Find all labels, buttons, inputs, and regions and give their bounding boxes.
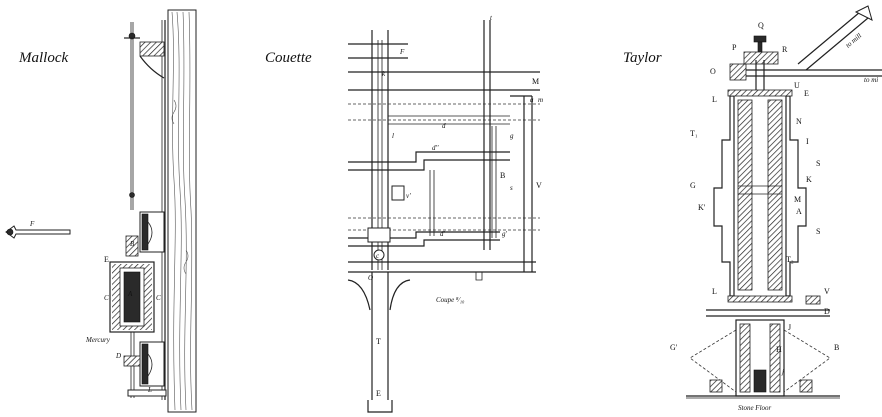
- couette-label-l: l: [392, 132, 394, 140]
- taylor-label-r: R: [782, 45, 788, 54]
- mallock-label-a: A: [127, 290, 133, 298]
- couette-label-t-big: T: [376, 337, 381, 346]
- taylor-label-g: G: [690, 181, 696, 190]
- taylor-label-b: B: [834, 343, 839, 352]
- taylor-label-m: M: [794, 195, 801, 204]
- mallock-label-c2: C: [156, 294, 161, 302]
- taylor-label-u: U: [794, 81, 800, 90]
- couette-label-b: B: [500, 171, 505, 180]
- taylor-label-s2: S: [816, 227, 820, 236]
- couette-label-g: g: [510, 132, 514, 140]
- taylor-label-k2: K': [698, 203, 706, 212]
- couette-label-d2: d'': [432, 144, 439, 152]
- taylor-diagram: Q P R O to mill to mi U E L N T₁ I S G K…: [670, 5, 882, 412]
- couette-label-o: O: [368, 274, 373, 282]
- couette-label-s: s: [510, 184, 513, 192]
- taylor-label-s: S: [816, 159, 820, 168]
- mallock-label-e: E: [104, 255, 109, 264]
- taylor-label-stone-floor: Stone Floor: [738, 404, 772, 412]
- taylor-label-v: V: [824, 287, 830, 296]
- taylor-label-p: P: [732, 43, 737, 52]
- couette-label-t: t: [490, 14, 493, 22]
- taylor-label-q: Q: [758, 21, 764, 30]
- taylor-label-o: O: [710, 67, 716, 76]
- couette-label-m: M: [532, 77, 539, 86]
- mallock-label-d: D: [115, 352, 121, 360]
- couette-label-v1: v': [406, 192, 411, 200]
- mallock-title: Mallock: [19, 50, 69, 66]
- couette-label-d: d: [442, 122, 446, 130]
- taylor-label-l2: L: [712, 287, 717, 296]
- taylor-label-n: N: [796, 117, 802, 126]
- taylor-label-to-mi: to mi: [864, 76, 878, 84]
- taylor-label-h: H: [776, 345, 782, 354]
- mallock-label-l: L: [147, 386, 152, 394]
- taylor-label-t1: T₁: [690, 129, 698, 138]
- couette-label-v: V: [536, 181, 542, 190]
- taylor-label-a: A: [796, 207, 802, 216]
- taylor-title: Taylor: [623, 50, 662, 66]
- wooden-wall: [167, 9, 197, 413]
- mallock-diagram: F B E A C C D L Mercury: [5, 9, 197, 413]
- taylor-label-j-small: j: [781, 368, 784, 376]
- couette-label-m-small: m: [538, 96, 543, 104]
- taylor-label-k: K: [806, 175, 812, 184]
- couette-panel: Couette: [240, 0, 560, 417]
- mallock-label-f: F: [29, 220, 35, 228]
- mallock-panel: Mallock: [0, 0, 200, 417]
- taylor-label-i: I: [806, 137, 809, 146]
- mallock-label-b: B: [130, 240, 135, 248]
- couette-label-c: c: [376, 252, 380, 260]
- mallock-label-c: C: [104, 294, 109, 302]
- couette-label-e: E: [376, 389, 381, 398]
- taylor-label-l: L: [712, 95, 717, 104]
- couette-label-d1: d': [440, 230, 446, 238]
- taylor-label-e: E: [804, 89, 809, 98]
- couette-title: Couette: [265, 50, 312, 66]
- taylor-label-g2: G': [670, 343, 678, 352]
- couette-label-a: a: [530, 96, 534, 104]
- mallock-label-mercury: Mercury: [85, 336, 111, 344]
- taylor-label-j: J: [788, 323, 791, 332]
- taylor-label-d: D: [824, 307, 830, 316]
- couette-label-coupe: Coupe ⁸⁄₁₀: [436, 296, 465, 304]
- couette-label-g1: g': [502, 230, 508, 238]
- couette-label-f: F: [399, 48, 405, 56]
- couette-diagram: t F k M a m d l g d'' B s V v' d' g' c O…: [347, 14, 543, 413]
- couette-label-k: k: [382, 70, 386, 78]
- taylor-panel: Taylor: [610, 0, 882, 417]
- taylor-label-t2: T₂: [786, 255, 794, 264]
- taylor-label-to-mill: to mill: [844, 32, 863, 50]
